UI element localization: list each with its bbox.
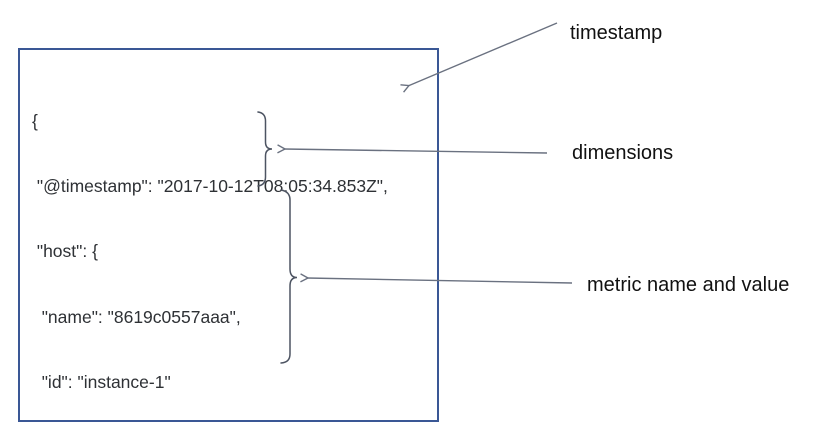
annotation-label-timestamp: timestamp	[570, 22, 663, 44]
code-line-host-id: "id": "instance-1"	[32, 372, 171, 393]
code-line: {	[32, 110, 38, 131]
annotation-label-dimensions: dimensions	[572, 142, 674, 164]
annotation-label-metric-name-and-value: metric name and value	[587, 274, 790, 296]
json-code-block: { "@timestamp": "2017-10-12T08:05:34.853…	[32, 67, 388, 437]
code-line-timestamp: "@timestamp": "2017-10-12T08:05:34.853Z"…	[32, 175, 388, 196]
code-line-host-name: "name": "8619c0557aaa",	[32, 306, 241, 327]
code-line-host-open: "host": {	[32, 241, 98, 262]
json-event-box: { "@timestamp": "2017-10-12T08:05:34.853…	[18, 48, 439, 422]
